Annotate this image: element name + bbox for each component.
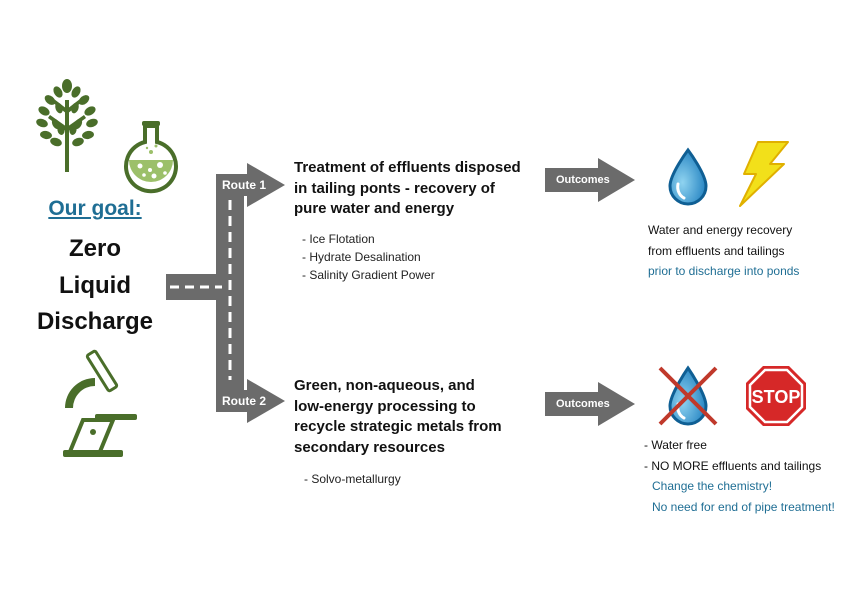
route-1-methods: - Ice Flotation - Hydrate Desalination -… [302,230,435,284]
outcomes-1-label: Outcomes [556,174,610,186]
method-item: - Hydrate Desalination [302,250,421,264]
goal-line-zero: Zero [68,235,121,262]
method-item: - Salinity Gradient Power [302,268,435,282]
outcome-note: prior to discharge into ponds [648,264,800,278]
route-1-title-line: in tailing ponts - recovery of [294,179,495,197]
outcome-line: Water and energy recovery [648,223,793,237]
route-2-title-line: recycle strategic metals from [294,418,502,435]
route-1-title: Treatment of effluents disposed in taili… [294,158,544,220]
route-2-outcomes: - Water free - NO MORE effluents and tai… [644,435,835,517]
route-1-title-line: Treatment of effluents disposed [294,159,521,176]
route-1-title-line: pure water and energy [294,200,455,217]
route-2-title-line: secondary resources [294,438,445,456]
outcome-line: - NO MORE effluents and tailings [644,458,822,473]
route-2-label: Route 2 [222,394,267,408]
lightning-icon [739,141,789,207]
outcomes-2-label: Outcomes [556,398,610,410]
outcome-line: - Water free [644,438,707,452]
goal-line-discharge: Discharge [36,308,154,335]
tree-icon [36,79,98,172]
route-2-title-line: low-energy processing to [294,397,476,415]
outcome-line: from effluents and tailings [648,243,785,258]
outcome-note: Change the chemistry! [652,479,773,493]
goal-line-liquid: Liquid [59,272,131,299]
outcome-note: No need for end of pipe treatment! [652,499,835,514]
crossed-water-drop-icon [658,365,718,426]
route-2-arrow [216,379,285,423]
stop-sign-icon: STOP [746,366,806,426]
goal-heading: Our goal: [48,197,142,220]
route-1-outcomes: Water and energy recovery from effluents… [648,220,799,282]
flask-icon [124,121,178,194]
outcomes-arrow-2 [545,382,635,426]
microscope-icon [63,349,137,457]
stop-sign-text: STOP [752,387,801,407]
method-item: - Solvo-metallurgy [304,472,401,486]
route-2-title-line: Green, non-aqueous, and [294,377,475,394]
route-2-methods: - Solvo-metallurgy [304,470,401,488]
route-1-arrow [216,163,285,207]
outcomes-arrow-1 [545,158,635,202]
route-2-title: Green, non-aqueous, and low-energy proce… [294,376,544,458]
water-drop-icon [668,147,708,206]
route-1-label: Route 1 [222,178,267,192]
method-item: - Ice Flotation [302,232,375,246]
